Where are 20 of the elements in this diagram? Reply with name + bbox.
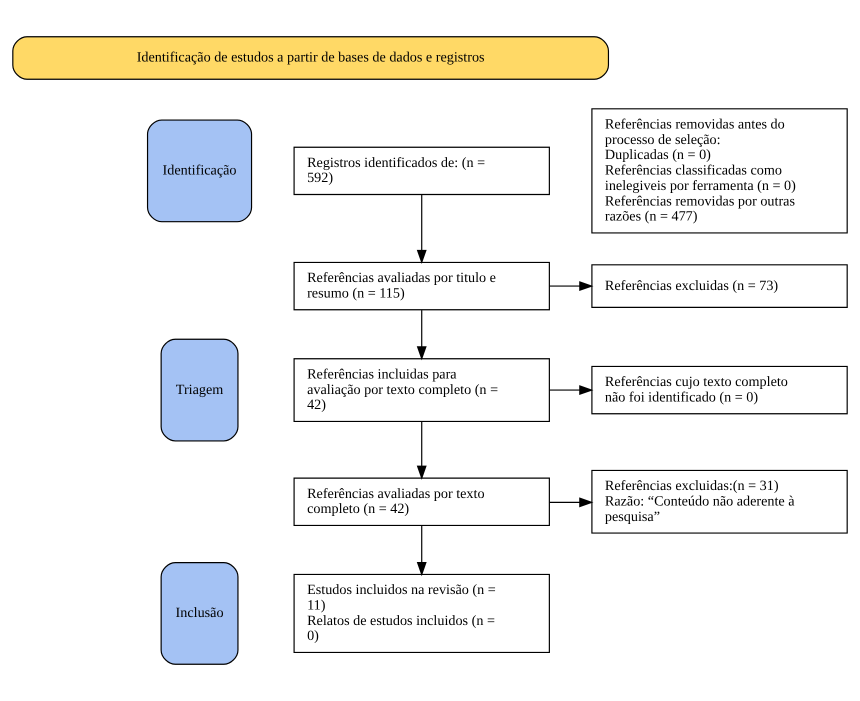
arrow [550, 385, 594, 396]
node-box: Registros identificados de: (n = 592) [294, 146, 550, 196]
arrow [416, 422, 427, 480]
arrow [416, 194, 427, 264]
node-box: Referências excluidas (n = 73) [591, 264, 848, 308]
node-box: Estudos incluidos na revisão (n = 11) Relatos de estudos incluidos (n = 0) [294, 574, 550, 654]
node-box: Referências incluidas para avaliação por texto completo (n = 42) [294, 358, 550, 422]
arrow [550, 497, 594, 508]
node-box: Referências avaliadas por titulo e resumo (n = 115) [294, 262, 550, 310]
node-box: Identificação de estudos a partir de bases de dados e registros [12, 36, 610, 80]
node-box: Identificação [146, 119, 252, 222]
arrow [416, 525, 427, 576]
node-box: Referências excluidas:(n = 31) Razão: “Conteúdo não aderente à pesquisa” [591, 470, 848, 534]
node-box: Triagem [160, 338, 239, 442]
arrow [550, 281, 594, 292]
node-box: Referências cujo texto completo não foi identificado (n = 0) [591, 366, 848, 414]
node-box: Referências removidas antes do processo de seleção: Duplicadas (n = 0) Referências classificadas como inelegiveis por ferramenta (n = 0) Referências removidas por outras razões (n = 477) [591, 108, 848, 234]
node-box: Referências avaliadas por texto completo (n = 42) [294, 478, 550, 526]
arrow [416, 310, 427, 360]
node-box: Inclusão [160, 562, 239, 665]
